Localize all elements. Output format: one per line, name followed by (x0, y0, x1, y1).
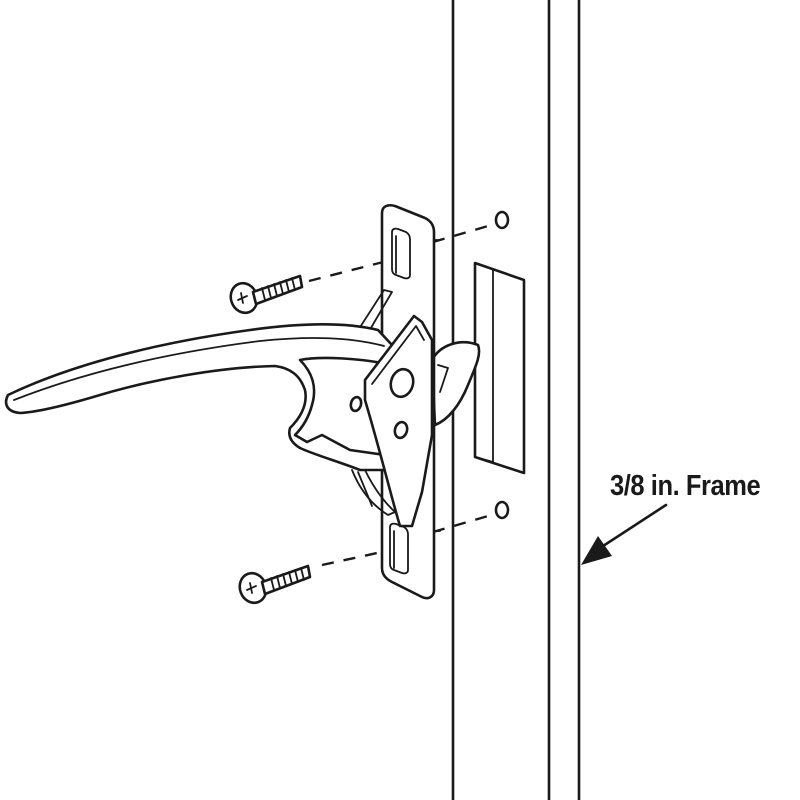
callout-arrow (581, 503, 668, 565)
screw-bottom (238, 564, 312, 605)
frame-dimension-label: 3/8 in. Frame (610, 470, 761, 502)
pilot-hole-top (494, 210, 510, 230)
pilot-hole-bottom (494, 500, 510, 520)
frame (451, 0, 581, 800)
keeper-recess (473, 261, 526, 475)
screw-top (229, 274, 304, 315)
arrow-head-icon (581, 536, 612, 565)
rivet-hole (393, 420, 409, 440)
pivot-hole (389, 367, 415, 399)
plate-front (363, 314, 434, 528)
handle-lever (4, 323, 394, 472)
latch-cam (430, 340, 481, 427)
alignment-lines (308, 222, 496, 567)
